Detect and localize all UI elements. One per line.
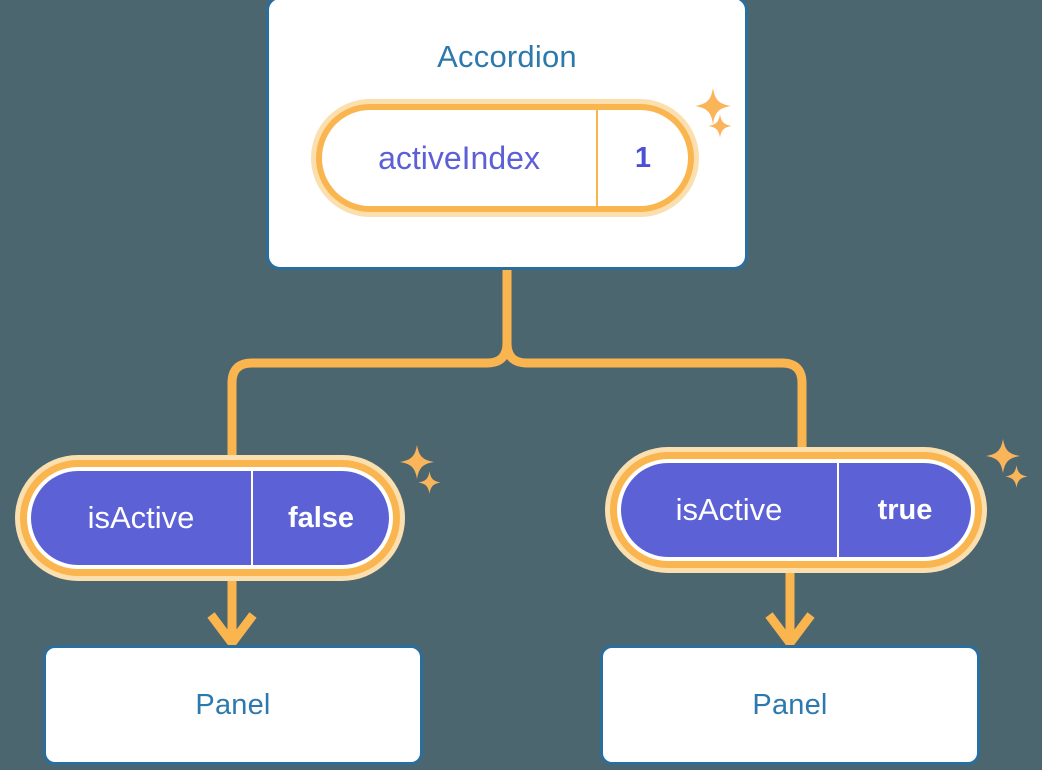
sparkle-four-point-small-icon (1004, 464, 1029, 489)
state-value-is-active-right: true (877, 493, 933, 526)
state-pill-is-active-left[interactable]: isActive false (15, 455, 405, 581)
pill-body: activeIndex 1 (322, 110, 688, 206)
panel-right-title: Panel (752, 688, 828, 721)
pill-inset: isActive true (617, 459, 975, 561)
state-key-is-active-right: isActive (621, 463, 839, 557)
state-pill-is-active-right[interactable]: isActive true (605, 447, 987, 573)
state-value-is-active-left: false (287, 501, 355, 534)
sparkle-four-point-icon (398, 443, 436, 481)
accordion-title: Accordion (437, 39, 577, 74)
pill-inset: isActive false (27, 467, 393, 569)
pill-ring: isActive true (610, 452, 982, 568)
panel-card-left[interactable]: Panel (43, 645, 423, 765)
sparkle-four-point-icon (984, 437, 1022, 475)
connector-branch-right (502, 342, 807, 455)
arrow-down-icon-right (765, 612, 815, 651)
panel-card-right[interactable]: Panel (600, 645, 980, 765)
state-key-is-active-left: isActive (31, 471, 253, 565)
state-pill-active-index[interactable]: activeIndex 1 (311, 99, 699, 217)
state-value-active-index: 1 (634, 141, 652, 174)
pill-body: isActive true (621, 463, 971, 557)
sparkle-four-point-small-icon (417, 470, 442, 495)
arrow-down-icon-left (207, 612, 257, 651)
connector-branch-left (227, 342, 512, 460)
pill-ring: isActive false (20, 460, 400, 576)
pill-body: isActive false (31, 471, 389, 565)
state-key-active-index: activeIndex (322, 110, 598, 206)
pill-ring: activeIndex 1 (316, 104, 694, 212)
panel-left-title: Panel (195, 688, 271, 721)
